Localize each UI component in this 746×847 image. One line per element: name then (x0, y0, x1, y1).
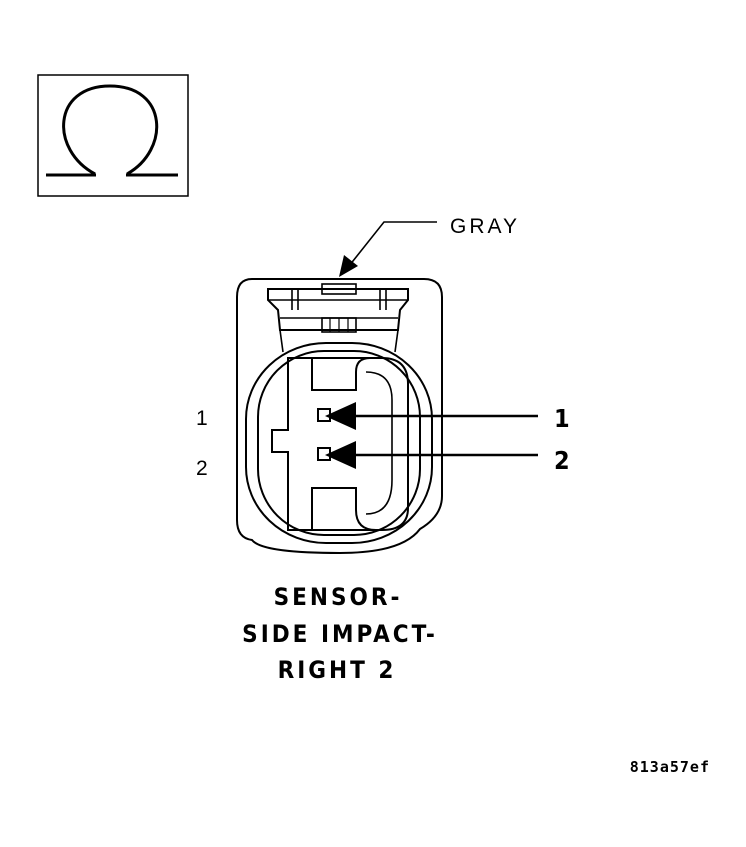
color-leader (339, 221, 437, 277)
connector-title-line-1: SENSOR- (274, 583, 403, 611)
connector-body (236, 278, 443, 555)
ohm-legend-box (37, 74, 189, 197)
callout-label-2: 2 (554, 446, 570, 475)
connector-title-line-3: RIGHT 2 (278, 656, 397, 684)
connector-color-label: GRAY (450, 215, 520, 238)
ohm-symbol-icon (46, 84, 178, 177)
connector-title-line-2: SIDE IMPACT- (242, 620, 438, 648)
cavity-label-1: 1 (196, 407, 208, 430)
cavity-label-2: 2 (196, 457, 208, 480)
callout-label-1: 1 (554, 404, 570, 433)
figure-id: 813a57ef (630, 758, 710, 776)
pin-callout-arrows (325, 402, 538, 469)
